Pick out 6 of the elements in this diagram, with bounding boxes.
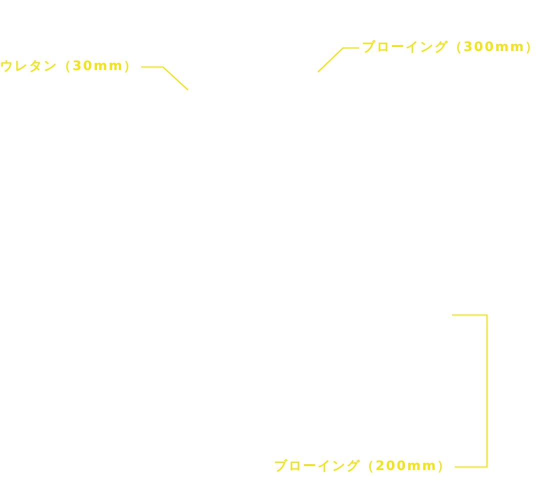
- leader-line: [452, 314, 488, 468]
- callout-label: ウレタン（30mm）: [0, 58, 138, 76]
- callout-label: ブローイング（200mm）: [274, 458, 452, 476]
- leader-line: [141, 66, 188, 90]
- leader-line: [318, 47, 359, 72]
- callout-label: ブローイング（300mm）: [362, 39, 540, 57]
